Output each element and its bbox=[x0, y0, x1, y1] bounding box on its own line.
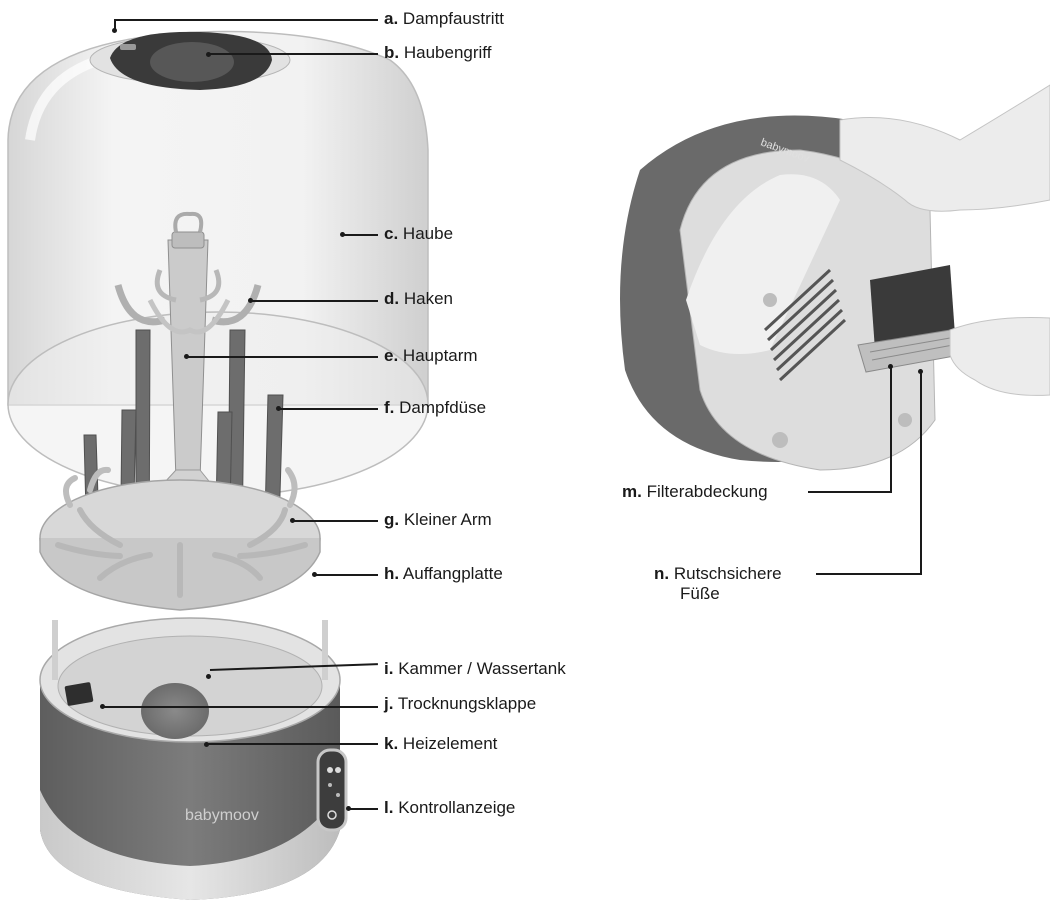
callout-c-letter: c. bbox=[384, 224, 398, 243]
base-logo: babymoov bbox=[185, 807, 259, 824]
callout-e-letter: e. bbox=[384, 346, 398, 365]
callout-c-text: Haube bbox=[403, 224, 453, 243]
callout-i-letter: i. bbox=[384, 659, 393, 678]
callout-l-letter: l. bbox=[384, 798, 393, 817]
base-underside-view: babymoov bbox=[620, 85, 1050, 470]
callout-j-letter: j. bbox=[384, 694, 393, 713]
callout-a-letter: a. bbox=[384, 9, 398, 28]
callout-f-text: Dampfdüse bbox=[399, 398, 486, 417]
callout-h-text: Auffangplatte bbox=[403, 564, 503, 583]
callout-k-letter: k. bbox=[384, 734, 398, 753]
callout-e-text: Hauptarm bbox=[403, 346, 478, 365]
callout-f-letter: f. bbox=[384, 398, 394, 417]
callout-n-text-line2: Füße bbox=[680, 584, 720, 603]
callout-l-text: Kontrollanzeige bbox=[398, 798, 515, 817]
callout-n-letter: n. bbox=[654, 564, 669, 583]
callout-m-letter: m. bbox=[622, 482, 642, 501]
base-chamber: babymoov bbox=[40, 618, 346, 900]
callout-i-text: Kammer / Wassertank bbox=[398, 659, 566, 678]
callout-g-letter: g. bbox=[384, 510, 399, 529]
callout-a-text: Dampfaustritt bbox=[403, 9, 504, 28]
callout-b-letter: b. bbox=[384, 43, 399, 62]
callout-d-letter: d. bbox=[384, 289, 399, 308]
callout-b-text: Haubengriff bbox=[404, 43, 492, 62]
callout-d-text: Haken bbox=[404, 289, 453, 308]
callout-j-text: Trocknungsklappe bbox=[398, 694, 536, 713]
callout-g-text: Kleiner Arm bbox=[404, 510, 492, 529]
callout-m-text: Filterabdeckung bbox=[647, 482, 768, 501]
callout-n-text: Rutschsichere bbox=[674, 564, 782, 583]
callout-h-letter: h. bbox=[384, 564, 399, 583]
callout-k-text: Heizelement bbox=[403, 734, 498, 753]
